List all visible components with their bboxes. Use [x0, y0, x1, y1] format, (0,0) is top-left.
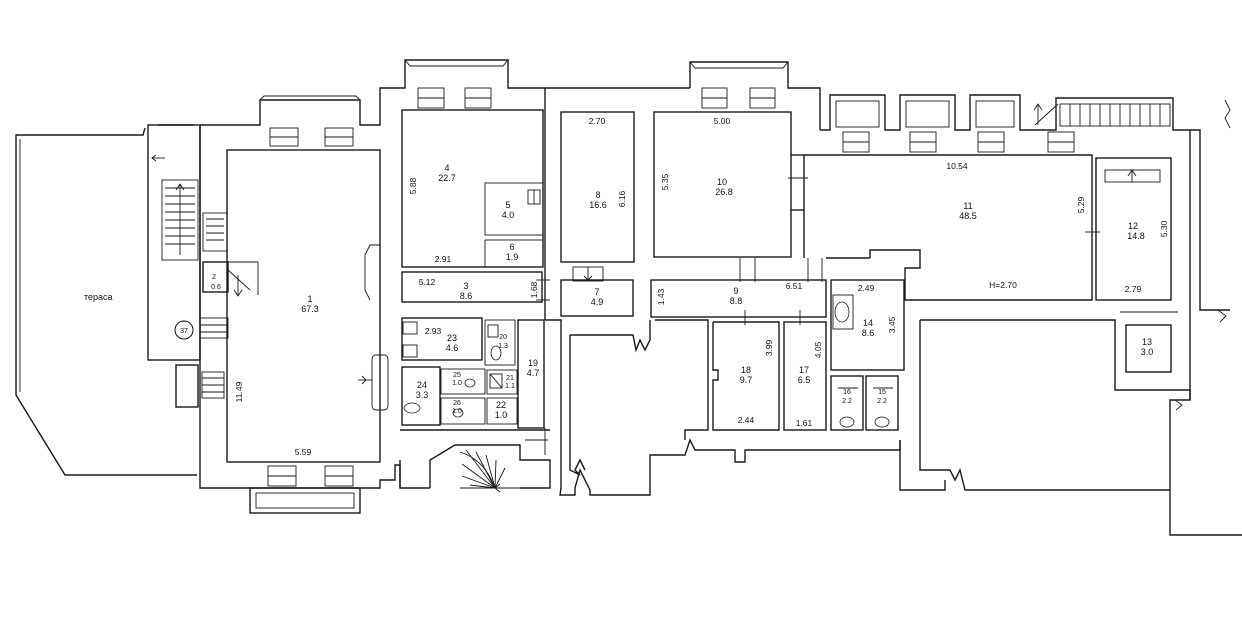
room-area: 14.8: [1127, 231, 1145, 241]
room-number: 15: [878, 389, 886, 396]
dimension-label: 5.88: [408, 177, 418, 194]
room-area: 9.7: [740, 375, 753, 385]
room-area: 4.7: [527, 368, 540, 378]
dimension-label: 3.99: [764, 339, 774, 356]
dimension-label: 10.54: [946, 161, 968, 171]
rooms-17-18-outline: [712, 321, 827, 431]
room-area: 4.9: [591, 297, 604, 307]
room-number: 7: [594, 287, 599, 297]
terrace-outline: [15, 127, 197, 476]
room-number: 8: [595, 190, 600, 200]
dimension-label: 1.43: [656, 288, 666, 305]
rooms-14-16-outline: [826, 249, 921, 431]
dimension-label: 2.44: [738, 415, 755, 425]
dimension-label: 4.05: [813, 341, 823, 358]
left-stair-block: [147, 124, 259, 408]
room-number: 1: [307, 294, 312, 304]
room-area: 3.0: [1141, 347, 1154, 357]
room-number: 25: [453, 372, 461, 379]
room-area: 1.3: [498, 343, 508, 350]
room-number: 3: [463, 281, 468, 291]
room-area: 22.7: [438, 173, 456, 183]
room-number: 26: [453, 400, 461, 407]
marker-label: 37: [180, 328, 188, 335]
dimension-label: 2.93: [425, 326, 442, 336]
terrace-label: тераса: [84, 292, 113, 302]
room-area: 1.9: [506, 252, 519, 262]
room-area: 1.0: [452, 380, 462, 387]
room-area: 3.3: [416, 390, 429, 400]
dimension-label: 2.91: [435, 254, 452, 264]
dimension-label: 2.70: [589, 116, 606, 126]
dimension-label: 1.61: [796, 418, 813, 428]
room-11-outline: [803, 94, 1180, 301]
dimension-label: 3.45: [887, 316, 897, 333]
room-area: 48.5: [959, 211, 977, 221]
room-area: 26.8: [715, 187, 733, 197]
room-area: 8.6: [862, 328, 875, 338]
room-area: 67.3: [301, 304, 319, 314]
room-area: 16.6: [589, 200, 607, 210]
room-area: 1.0: [495, 410, 508, 420]
spiral-stair: [459, 449, 520, 493]
room-number: 14: [863, 318, 873, 328]
room-number: 23: [447, 333, 457, 343]
room-area: 1.1: [505, 383, 515, 390]
dimension-label: 5.30: [1159, 220, 1169, 237]
dimensions: 11.49 5.59 5.88 2.91 5.12 1.68 2.93 2.70…: [234, 116, 1169, 457]
room-number: 6: [509, 242, 514, 252]
room-1-outline: [199, 59, 545, 514]
room-area: 0.6: [211, 284, 221, 291]
dimension-label: 11.49: [234, 381, 244, 402]
room-number: 11: [963, 201, 972, 211]
marker-circle: [174, 320, 194, 340]
dimension-label: 5.00: [714, 116, 731, 126]
room-10-outline: [653, 61, 821, 258]
room-number: 10: [717, 177, 727, 187]
dimension-label: 5.59: [295, 447, 312, 457]
dimension-label: 6.16: [617, 190, 627, 207]
room-number: 13: [1142, 337, 1152, 347]
room-number: 21: [506, 375, 514, 382]
room-number: 17: [799, 365, 809, 375]
rooms-4-6-outline: [401, 59, 544, 268]
room-number: 2: [212, 274, 216, 281]
rooms-3-7-8-outline: [401, 87, 690, 320]
labels: тераса 37 1 67.3 2 0.6 3 8.6 4 22.7 5 4.…: [84, 163, 1153, 420]
room-number: 18: [741, 365, 751, 375]
central-area-outline: [545, 319, 830, 496]
room-area: 6.5: [798, 375, 811, 385]
room-number: 12: [1128, 221, 1138, 231]
room-area: 1.0: [452, 408, 462, 415]
room-number: 20: [499, 334, 507, 341]
room-number: 22: [496, 400, 506, 410]
ceiling-height: H=2.70: [989, 280, 1017, 290]
room-area: 2.2: [842, 398, 852, 405]
dimension-label: 5.29: [1076, 196, 1086, 213]
dimension-label: 6.51: [786, 281, 803, 291]
room-number: 4: [444, 163, 449, 173]
room-area: 8.8: [730, 296, 743, 306]
room-number: 19: [528, 358, 538, 368]
room-area: 4.0: [502, 210, 515, 220]
room-number: 24: [417, 380, 427, 390]
room-number: 9: [733, 286, 738, 296]
rooms-12-13-outline: [830, 99, 1242, 536]
dimension-label: 1.68: [529, 281, 539, 298]
dimension-label: 5.35: [660, 173, 670, 190]
room-area: 4.6: [446, 343, 459, 353]
room-number: 16: [843, 389, 851, 396]
dimension-label: 5.12: [419, 277, 436, 287]
room-area: 8.6: [460, 291, 473, 301]
wc-block-outline: [399, 317, 551, 489]
room-area: 2.2: [877, 398, 887, 405]
room-number: 5: [505, 200, 510, 210]
dimension-label: 2.79: [1125, 284, 1142, 294]
dimension-label: 2.49: [858, 283, 875, 293]
